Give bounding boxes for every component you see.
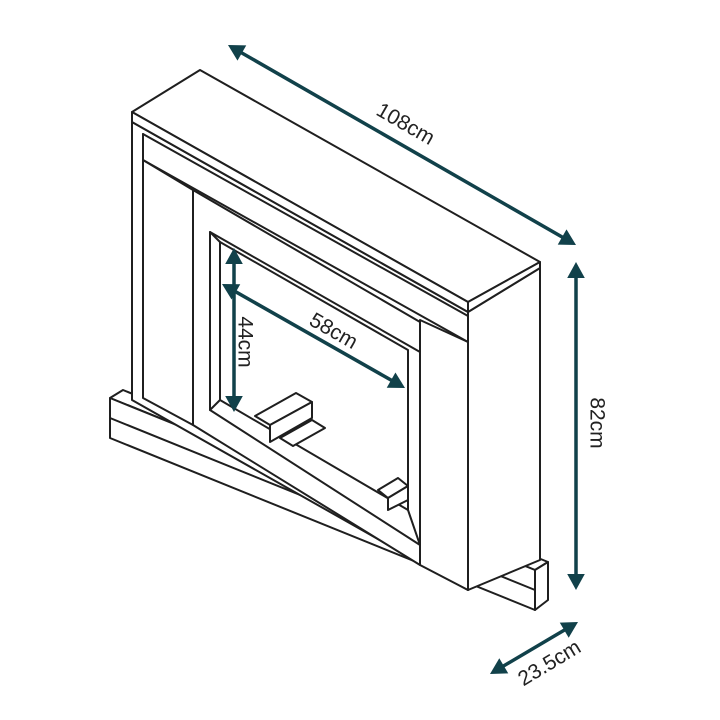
width-arrow-head-start <box>228 45 247 61</box>
log-left-face <box>269 401 313 443</box>
opening-width-arrow-head-end <box>386 372 405 388</box>
firebox-corner-bl <box>209 399 221 411</box>
fireplace-surround <box>109 69 549 611</box>
right-pilaster <box>419 319 469 591</box>
depth-arrow-line <box>496 625 572 671</box>
height-arrow: 82cm <box>567 262 608 590</box>
opening-height-arrow-head-end <box>225 396 243 412</box>
plinth-side <box>534 561 549 611</box>
log-right-face <box>387 485 409 511</box>
depth-arrow: 23.5cm <box>490 622 585 691</box>
height-arrow-head-start <box>567 262 585 278</box>
width-arrow-head-end <box>557 229 576 245</box>
height-arrow-head-end <box>567 574 585 590</box>
frieze-lower-edge <box>142 159 469 343</box>
opening-height-label: 44cm <box>233 316 256 367</box>
opening-width-arrow-line <box>228 287 399 385</box>
depth-arrow-head-end <box>559 622 578 638</box>
depth-label: 23.5cm <box>514 636 585 691</box>
firebox-corner-tl <box>209 231 221 243</box>
width-arrow-line <box>234 48 570 242</box>
log-middle <box>279 419 326 447</box>
frieze-upper-edge <box>142 133 469 317</box>
height-label: 82cm <box>585 397 608 448</box>
opening-height-arrow: 44cm <box>225 248 256 412</box>
opening-height-arrow-head-start <box>225 248 243 264</box>
depth-arrow-head-start <box>490 658 509 674</box>
width-label: 108cm <box>372 99 438 150</box>
left-pilaster <box>142 159 194 426</box>
firebox-corner-br <box>407 509 421 546</box>
body-side <box>467 267 541 591</box>
top-shelf-side <box>467 261 541 313</box>
